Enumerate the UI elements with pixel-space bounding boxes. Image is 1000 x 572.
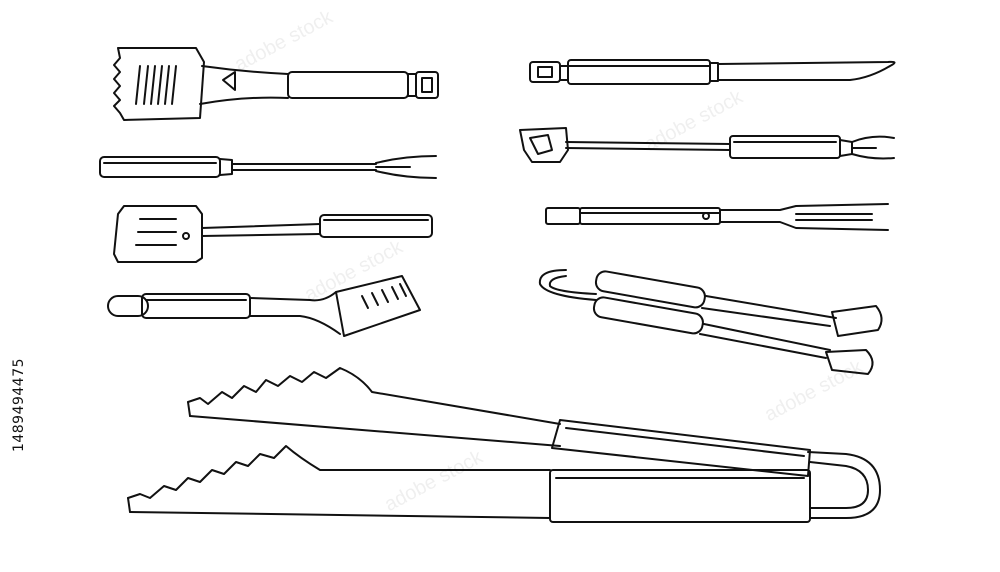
two-prong-fork-icon	[545, 203, 889, 231]
slotted-spatula-icon	[113, 47, 439, 121]
large-fork-icon	[519, 127, 895, 163]
large-tongs-icon	[127, 367, 881, 523]
stock-id-label: 1489494475	[6, 330, 32, 480]
stock-id-text: 1489494475	[11, 357, 28, 453]
small-tongs-icon	[538, 269, 883, 375]
small-spatula-icon	[113, 205, 433, 263]
carving-knife-icon	[529, 59, 896, 85]
angled-spatula-icon	[107, 275, 421, 337]
small-fork-icon	[99, 155, 437, 179]
